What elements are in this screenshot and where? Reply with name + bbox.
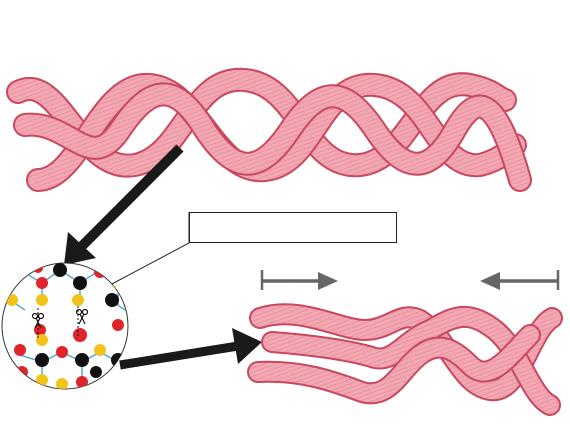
callout-line xyxy=(109,212,190,286)
zoom-arrow xyxy=(64,144,184,265)
result-arrow xyxy=(119,328,262,370)
helix-strand-b xyxy=(26,72,527,192)
top-triple-helix xyxy=(6,67,532,192)
helix-strand-c xyxy=(13,82,532,192)
force-arrow-right xyxy=(480,270,560,290)
scissors-icon xyxy=(75,308,89,325)
label-box xyxy=(189,212,397,243)
molecular-zoom-circle xyxy=(1,262,129,390)
unwound-strand-c xyxy=(247,324,541,405)
atoms xyxy=(6,263,125,389)
force-arrow-left xyxy=(260,270,338,290)
unwound-triple-helix xyxy=(247,303,563,416)
